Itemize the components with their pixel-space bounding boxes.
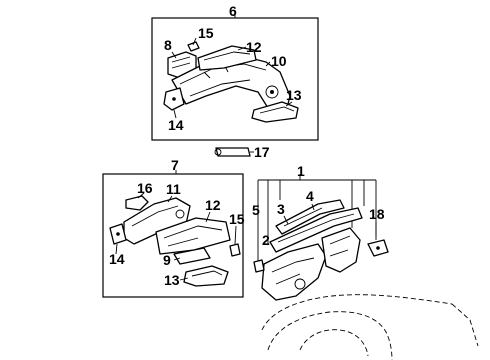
callout-16: 16 (137, 180, 153, 196)
part-14-bracket-lower (109, 223, 127, 245)
leader-lines-group-1 (283, 203, 377, 240)
part-4-apron-upper (269, 207, 363, 253)
part-9-plate (173, 247, 211, 265)
callout-14-top: 14 (168, 117, 184, 133)
part-wheel-housing (321, 227, 361, 273)
part-15-clip-top (187, 41, 200, 52)
part-2-fender-apron (261, 243, 327, 301)
part-18-clip (367, 239, 389, 257)
part-14-bracket-top (163, 87, 185, 111)
part-12-lower-rail (155, 217, 231, 255)
callout-13-lower: 13 (164, 272, 180, 288)
part-16-cap (125, 195, 149, 211)
callout-10: 10 (271, 53, 287, 69)
callout-2: 2 (262, 232, 270, 248)
callout-8: 8 (164, 37, 172, 53)
callout-6: 6 (229, 3, 237, 19)
callout-15-top: 15 (198, 25, 214, 41)
callout-1: 1 (297, 163, 305, 179)
group-7-box (102, 170, 244, 298)
callout-3: 3 (277, 201, 285, 217)
part-17-bar (214, 147, 254, 157)
callout-14-lower: 14 (109, 251, 125, 267)
callout-17: 17 (254, 144, 270, 160)
callout-15-lower: 15 (229, 211, 245, 227)
callout-5: 5 (252, 202, 260, 218)
callout-18: 18 (369, 206, 385, 222)
callout-12-top: 12 (246, 39, 262, 55)
callout-11: 11 (166, 181, 181, 197)
part-15-clip-lower (229, 243, 241, 257)
part-3-apron-rail (275, 199, 345, 235)
callout-9: 9 (163, 252, 171, 268)
group-6-box (151, 14, 319, 141)
leader-lines-group-6 (171, 37, 293, 119)
callout-4: 4 (306, 188, 314, 204)
part-13-reinforcement-top (251, 101, 299, 123)
part-13-reinforcement-lower (183, 265, 229, 287)
callout-7: 7 (171, 157, 179, 173)
part-12-upper-rail (197, 45, 257, 71)
leader-lines-group-7 (115, 192, 237, 281)
callout-13-top: 13 (286, 87, 302, 103)
callout-12-lower: 12 (205, 197, 221, 213)
part-5-bracket (253, 259, 265, 273)
fender-ghost-outline (261, 294, 479, 360)
